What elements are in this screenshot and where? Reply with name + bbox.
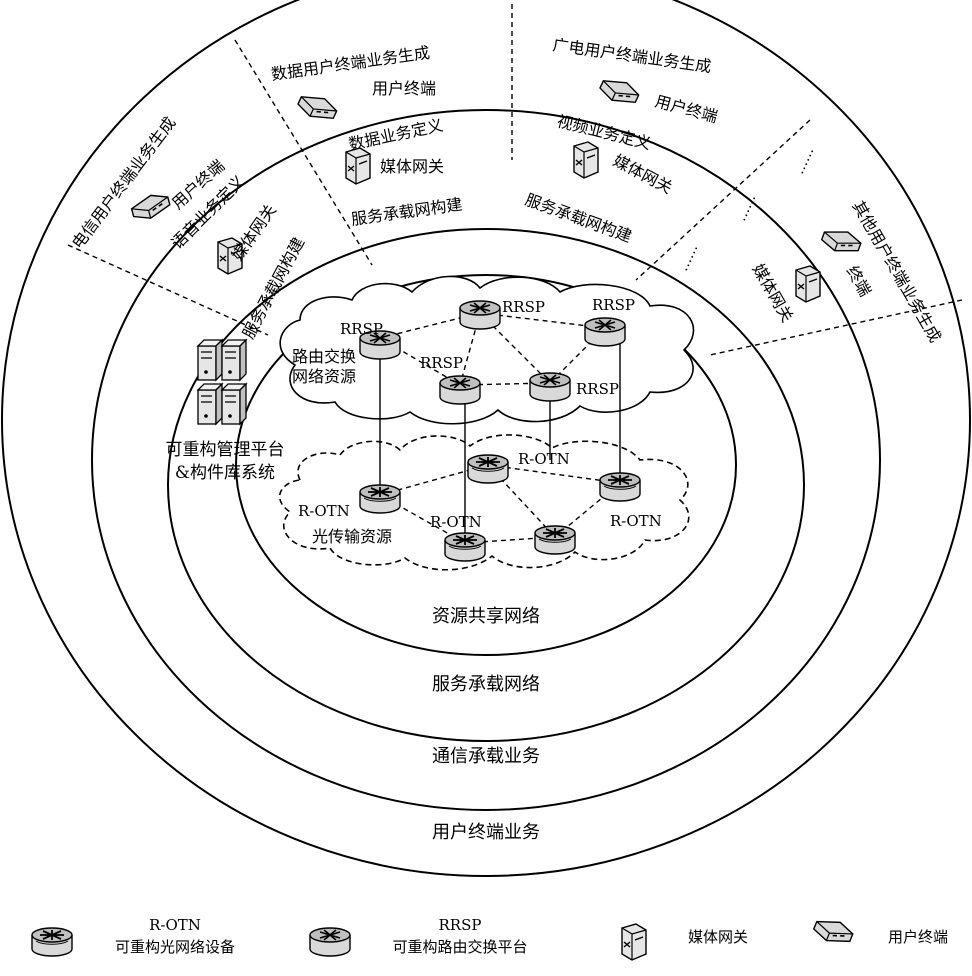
broadcast-gateway-label: 媒体网关 <box>610 151 675 198</box>
rrsp-router <box>459 300 501 330</box>
rrsp-router <box>584 317 626 347</box>
data-terminal-label: 用户终端 <box>372 79 436 98</box>
ring-label-user-terminal: 用户终端业务 <box>432 822 540 843</box>
ring-label-resource-sharing: 资源共享网络 <box>432 606 540 627</box>
optical-resource-label: 光传输资源 <box>312 527 392 546</box>
rotn-router <box>534 525 576 555</box>
ring-service-bearer-network <box>167 228 805 742</box>
other-gateway-label: 媒体网关 <box>749 261 797 326</box>
other-ellipsis: …… <box>733 192 759 224</box>
sector-dividers <box>67 4 963 356</box>
rrsp-router <box>529 372 571 402</box>
user-terminal-icon <box>294 88 340 127</box>
rotn-router-icon <box>31 927 73 957</box>
other-ellipsis: …… <box>791 145 817 177</box>
rotn-router <box>599 472 641 502</box>
legend-rotn-desc: 可重构光网络设备 <box>115 938 235 956</box>
user-terminal-icon <box>810 913 856 950</box>
media-gateway-icon <box>345 147 371 185</box>
rrsp-label: RRSP <box>340 320 383 338</box>
ring-resource-sharing-network <box>235 274 737 656</box>
rrsp-label: RRSP <box>592 296 635 314</box>
user-terminal-icon <box>128 190 173 224</box>
legend-gateway-label: 媒体网关 <box>688 928 748 946</box>
legend: R-OTN 可重构光网络设备 RRSP 可重构路由交换平台 媒体网关 用户终端 <box>31 913 948 961</box>
broadcast-sector-title: 广电用户终端业务生成 <box>551 35 712 76</box>
optical-resource-cloud <box>278 434 690 571</box>
legend-rrsp-code: RRSP <box>439 916 482 934</box>
data-gateway-label: 媒体网关 <box>380 157 444 176</box>
rrsp-router <box>439 375 481 405</box>
rotn-router <box>444 532 486 562</box>
rotn-label: R-OTN <box>518 450 570 468</box>
rotn-router <box>359 484 401 514</box>
broadcast-service-label: 视频业务定义 <box>555 111 653 153</box>
routing-resource-label: 网络资源 <box>292 367 356 386</box>
user-terminal-icon <box>596 72 642 111</box>
data-build-label: 服务承载网构建 <box>350 195 464 229</box>
rotn-label: R-OTN <box>298 502 350 520</box>
rrsp-label: RRSP <box>576 380 619 398</box>
platform-label: &构件库系统 <box>175 463 275 483</box>
other-terminal-label: 终端 <box>843 263 875 300</box>
other-ellipsis: …… <box>675 242 701 274</box>
rrsp-label: RRSP <box>502 298 545 316</box>
rrsp-router-icon <box>309 927 351 957</box>
media-gateway-icon <box>573 141 599 179</box>
telecom-sector-title: 电信用户终端业务生成 <box>68 113 179 252</box>
rotn-router <box>467 454 509 484</box>
ring-label-service-bearer: 服务承载网络 <box>432 674 540 695</box>
legend-rotn-code: R-OTN <box>149 916 201 934</box>
rotn-label: R-OTN <box>610 512 662 530</box>
platform-label: 可重构管理平台 <box>166 440 285 460</box>
broadcast-terminal-label: 用户终端 <box>653 92 720 127</box>
ring-communication-bearer-service <box>91 109 881 811</box>
media-gateway-icon <box>795 265 821 303</box>
rrsp-label: RRSP <box>420 354 463 372</box>
data-sector-title: 数据用户终端业务生成 <box>270 43 431 84</box>
server-stack-icon <box>197 339 247 425</box>
media-gateway-icon <box>621 923 647 961</box>
legend-terminal-label: 用户终端 <box>888 928 948 946</box>
rotn-label: R-OTN <box>430 513 482 531</box>
routing-resource-cloud <box>279 275 695 425</box>
broadcast-build-label: 服务承载网构建 <box>523 190 635 246</box>
routing-resource-label: 路由交换 <box>292 347 356 366</box>
telecom-gateway-label: 媒体网关 <box>228 201 280 264</box>
legend-rrsp-desc: 可重构路由交换平台 <box>392 938 527 956</box>
ring-user-terminal-service <box>1 0 971 877</box>
user-terminal-icon <box>818 223 864 260</box>
ring-label-communication-bearer: 通信承载业务 <box>432 746 540 767</box>
